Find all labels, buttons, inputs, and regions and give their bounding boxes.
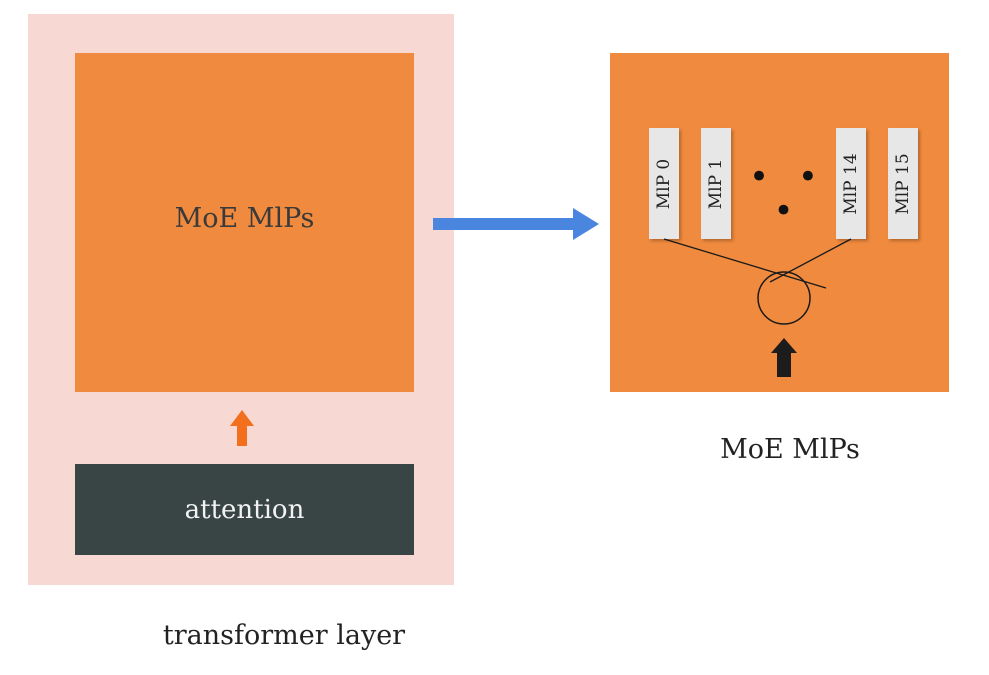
transformer-layer-caption: transformer layer	[162, 620, 406, 651]
expert-mlp-15: MlP 15	[888, 128, 918, 239]
expert-mlp-14: MlP 14	[836, 128, 866, 239]
expert-label: MlP 14	[841, 152, 861, 215]
attention-block-label: attention	[184, 494, 305, 525]
expert-label: MlP 1	[706, 158, 726, 209]
right-arrow-icon	[433, 208, 599, 240]
expert-mlp-1: MlP 1	[701, 128, 731, 239]
up-arrow-icon	[230, 410, 254, 446]
experts-ellipsis: • • •	[749, 157, 827, 231]
moe-mlps-block-label: MoE MlPs	[174, 203, 315, 234]
moe-mlps-block: MoE MlPs	[75, 53, 414, 392]
moe-mlps-caption: MoE MlPs	[720, 434, 860, 465]
attention-block: attention	[75, 464, 414, 555]
expert-label: MlP 15	[893, 152, 913, 215]
expert-mlp-0: MlP 0	[649, 128, 679, 239]
expert-label: MlP 0	[654, 158, 674, 209]
